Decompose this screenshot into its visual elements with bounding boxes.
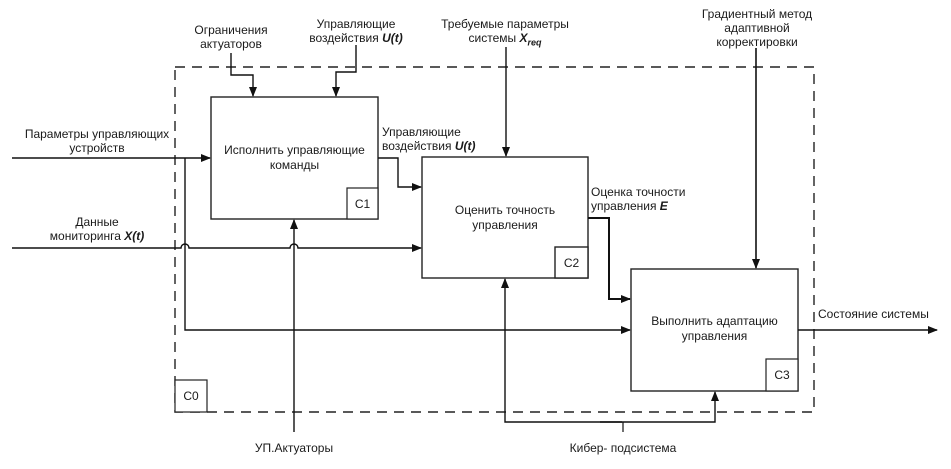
label-control-actions-top: Управляющие воздействия U(t)	[296, 17, 416, 45]
label-device-params: Параметры управляющих устройств	[20, 127, 174, 155]
box-c3-title-line2: управления	[681, 329, 748, 343]
arrow-control-actions-top	[332, 45, 357, 97]
label-device-params-line1: Параметры управляющих	[24, 127, 170, 141]
label-control-actions-c1-c2-line1: Управляющие	[382, 125, 461, 139]
label-text: системы	[468, 31, 520, 45]
label-actuator-limits: Ограничения актуаторов	[180, 23, 282, 51]
label-gradient-method-line2: адаптивной	[724, 21, 790, 35]
label-monitoring: Данные мониторинга X(t)	[40, 215, 154, 243]
label-accuracy-estimate-line2: управления E	[591, 199, 685, 213]
label-required-params: Требуемые параметры системы Xreq	[430, 17, 580, 49]
label-control-actions-top-line1: Управляющие	[316, 17, 396, 31]
label-cyber-subsystem: Кибер- подсистема	[569, 441, 677, 455]
box-c2-title: Оценить точность управления	[422, 203, 588, 233]
label-gradient-method: Градиентный метод адаптивной корректиров…	[695, 7, 819, 49]
context-id: C0	[183, 389, 199, 403]
label-gradient-method-line3: корректировки	[716, 35, 798, 49]
box-c1-title-line1: Исполнить управляющие	[224, 143, 365, 157]
box-c1-title: Исполнить управляющие команды	[211, 143, 378, 173]
label-required-params-line1: Требуемые параметры	[441, 17, 569, 31]
box-c3-title: Выполнить адаптацию управления	[631, 314, 798, 344]
label-text: мониторинга	[49, 229, 125, 243]
symbol-x: X	[519, 31, 528, 45]
label-monitoring-line1: Данные	[75, 215, 119, 229]
label-control-actions-top-line2: воздействия U(t)	[296, 31, 416, 45]
label-actuator-limits-line1: Ограничения	[194, 23, 268, 37]
arrow-monitoring	[12, 243, 422, 252]
label-accuracy-estimate: Оценка точности управления E	[591, 185, 685, 213]
label-gradient-method-line1: Градиентный метод	[701, 7, 813, 21]
arrow-actuator-limits	[230, 53, 257, 97]
box-c1-id: C1	[354, 197, 371, 211]
arrow-cyber-to-c3	[600, 391, 719, 423]
arrow-c1-to-c2	[378, 157, 422, 191]
box-c2-title-line1: Оценить точность	[454, 203, 556, 217]
label-system-state: Состояние системы	[818, 307, 929, 321]
label-accuracy-estimate-line1: Оценка точности	[591, 185, 686, 199]
context-id-box	[174, 379, 208, 413]
symbol-e: E	[659, 199, 668, 213]
arrow-c2-to-c3	[588, 217, 631, 303]
label-monitoring-line2: мониторинга X(t)	[40, 229, 154, 243]
arrow-cyber-to-c2	[501, 278, 622, 423]
box-c1-id-cell	[346, 187, 379, 220]
label-device-params-line2: устройств	[69, 141, 125, 155]
symbol-u-t: U(t)	[454, 139, 476, 153]
label-text: управления	[591, 199, 660, 213]
box-c1-title-line2: команды	[269, 158, 320, 172]
label-required-params-line2: системы Xreq	[430, 31, 580, 49]
symbol-req: req	[527, 37, 542, 48]
label-actuator-limits-line2: актуаторов	[200, 37, 262, 51]
arrow-device-params-branch	[184, 158, 631, 334]
box-c3-title-line1: Выполнить адаптацию	[651, 314, 778, 328]
box-c3-id: C3	[774, 368, 790, 382]
label-control-actions-c1-c2-line2: воздействия U(t)	[382, 139, 475, 153]
label-control-actions-c1-c2: Управляющие воздействия U(t)	[382, 125, 475, 153]
symbol-x-t: X(t)	[124, 229, 145, 243]
box-c3-id-cell	[765, 358, 799, 392]
label-actuators: УП.Актуаторы	[254, 441, 334, 455]
box-c2-id-cell	[554, 246, 589, 279]
label-text: воздействия	[309, 31, 383, 45]
box-c2-id: C2	[563, 256, 580, 270]
box-c2-title-line2: управления	[472, 218, 538, 232]
symbol-u-t: U(t)	[382, 31, 403, 45]
label-text: воздействия	[382, 139, 455, 153]
